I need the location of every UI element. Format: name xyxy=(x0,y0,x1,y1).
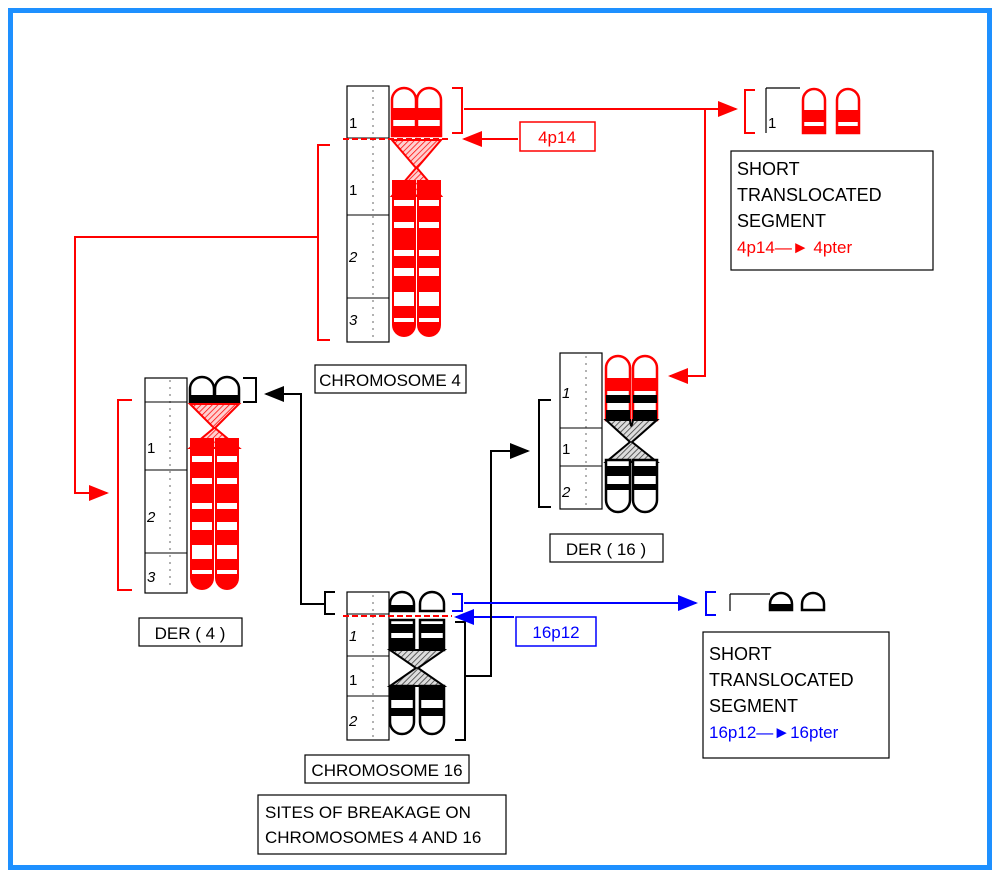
breakpoint-4p14: 4p14 xyxy=(519,121,596,152)
svg-text:2: 2 xyxy=(561,484,571,501)
caption-box: SITES OF BREAKAGE ON CHROMOSOMES 4 AND 1… xyxy=(257,794,507,855)
svg-text:TRANSLOCATED: TRANSLOCATED xyxy=(709,670,854,690)
chromosome-16-label: CHROMOSOME 16 xyxy=(304,754,470,784)
svg-text:1: 1 xyxy=(349,628,357,645)
c4-region-1q: 1 xyxy=(349,182,357,199)
c4-region-1p: 1 xyxy=(349,115,357,132)
svg-text:CHROMOSOME 4: CHROMOSOME 4 xyxy=(319,371,461,390)
c4-region-3q: 3 xyxy=(349,312,358,329)
svg-text:SEGMENT: SEGMENT xyxy=(709,696,798,716)
svg-text:2: 2 xyxy=(348,713,358,730)
der-4: 1 2 3 xyxy=(117,375,257,594)
svg-text:SITES OF BREAKAGE ON: SITES OF BREAKAGE ON xyxy=(265,803,471,822)
der-16-label: DER ( 16 ) xyxy=(549,533,664,563)
svg-text:1: 1 xyxy=(349,672,357,689)
der-4-label: DER ( 4 ) xyxy=(138,617,243,647)
der-16: 1 1 2 xyxy=(538,352,660,514)
svg-text:1: 1 xyxy=(562,441,570,458)
chromosome-4-label: CHROMOSOME 4 xyxy=(314,364,467,394)
svg-text:SHORT: SHORT xyxy=(709,644,772,664)
svg-text:2: 2 xyxy=(146,509,156,526)
segment-4: 1 xyxy=(744,87,861,135)
segment-16-textbox: SHORT TRANSLOCATED SEGMENT 16p12—►16pter xyxy=(702,631,890,759)
svg-text:16p12: 16p12 xyxy=(532,623,579,642)
svg-text:CHROMOSOME 16: CHROMOSOME 16 xyxy=(311,761,462,780)
svg-text:3: 3 xyxy=(147,569,156,586)
svg-text:1: 1 xyxy=(562,385,570,402)
svg-text:16p12—►16pter: 16p12—►16pter xyxy=(709,723,839,742)
breakpoint-16p12: 16p12 xyxy=(515,616,597,647)
c4-region-2q: 2 xyxy=(348,249,358,266)
svg-text:TRANSLOCATED: TRANSLOCATED xyxy=(737,185,882,205)
svg-text:4p14: 4p14 xyxy=(538,128,576,147)
chromosome-4: 1 1 2 3 xyxy=(317,85,463,343)
segment-4-textbox: SHORT TRANSLOCATED SEGMENT 4p14—► 4pter xyxy=(730,150,934,271)
svg-text:4p14—► 4pter: 4p14—► 4pter xyxy=(737,238,852,257)
svg-text:1: 1 xyxy=(147,440,155,457)
svg-text:SEGMENT: SEGMENT xyxy=(737,211,826,231)
svg-text:SHORT: SHORT xyxy=(737,159,800,179)
svg-text:1: 1 xyxy=(768,115,776,132)
segment-16 xyxy=(705,591,826,616)
svg-text:CHROMOSOMES 4 AND 16: CHROMOSOMES 4 AND 16 xyxy=(265,828,481,847)
svg-text:DER ( 16 ): DER ( 16 ) xyxy=(566,540,646,559)
chromosome-16: 1 1 2 xyxy=(324,590,466,741)
svg-text:DER ( 4 ): DER ( 4 ) xyxy=(155,624,226,643)
